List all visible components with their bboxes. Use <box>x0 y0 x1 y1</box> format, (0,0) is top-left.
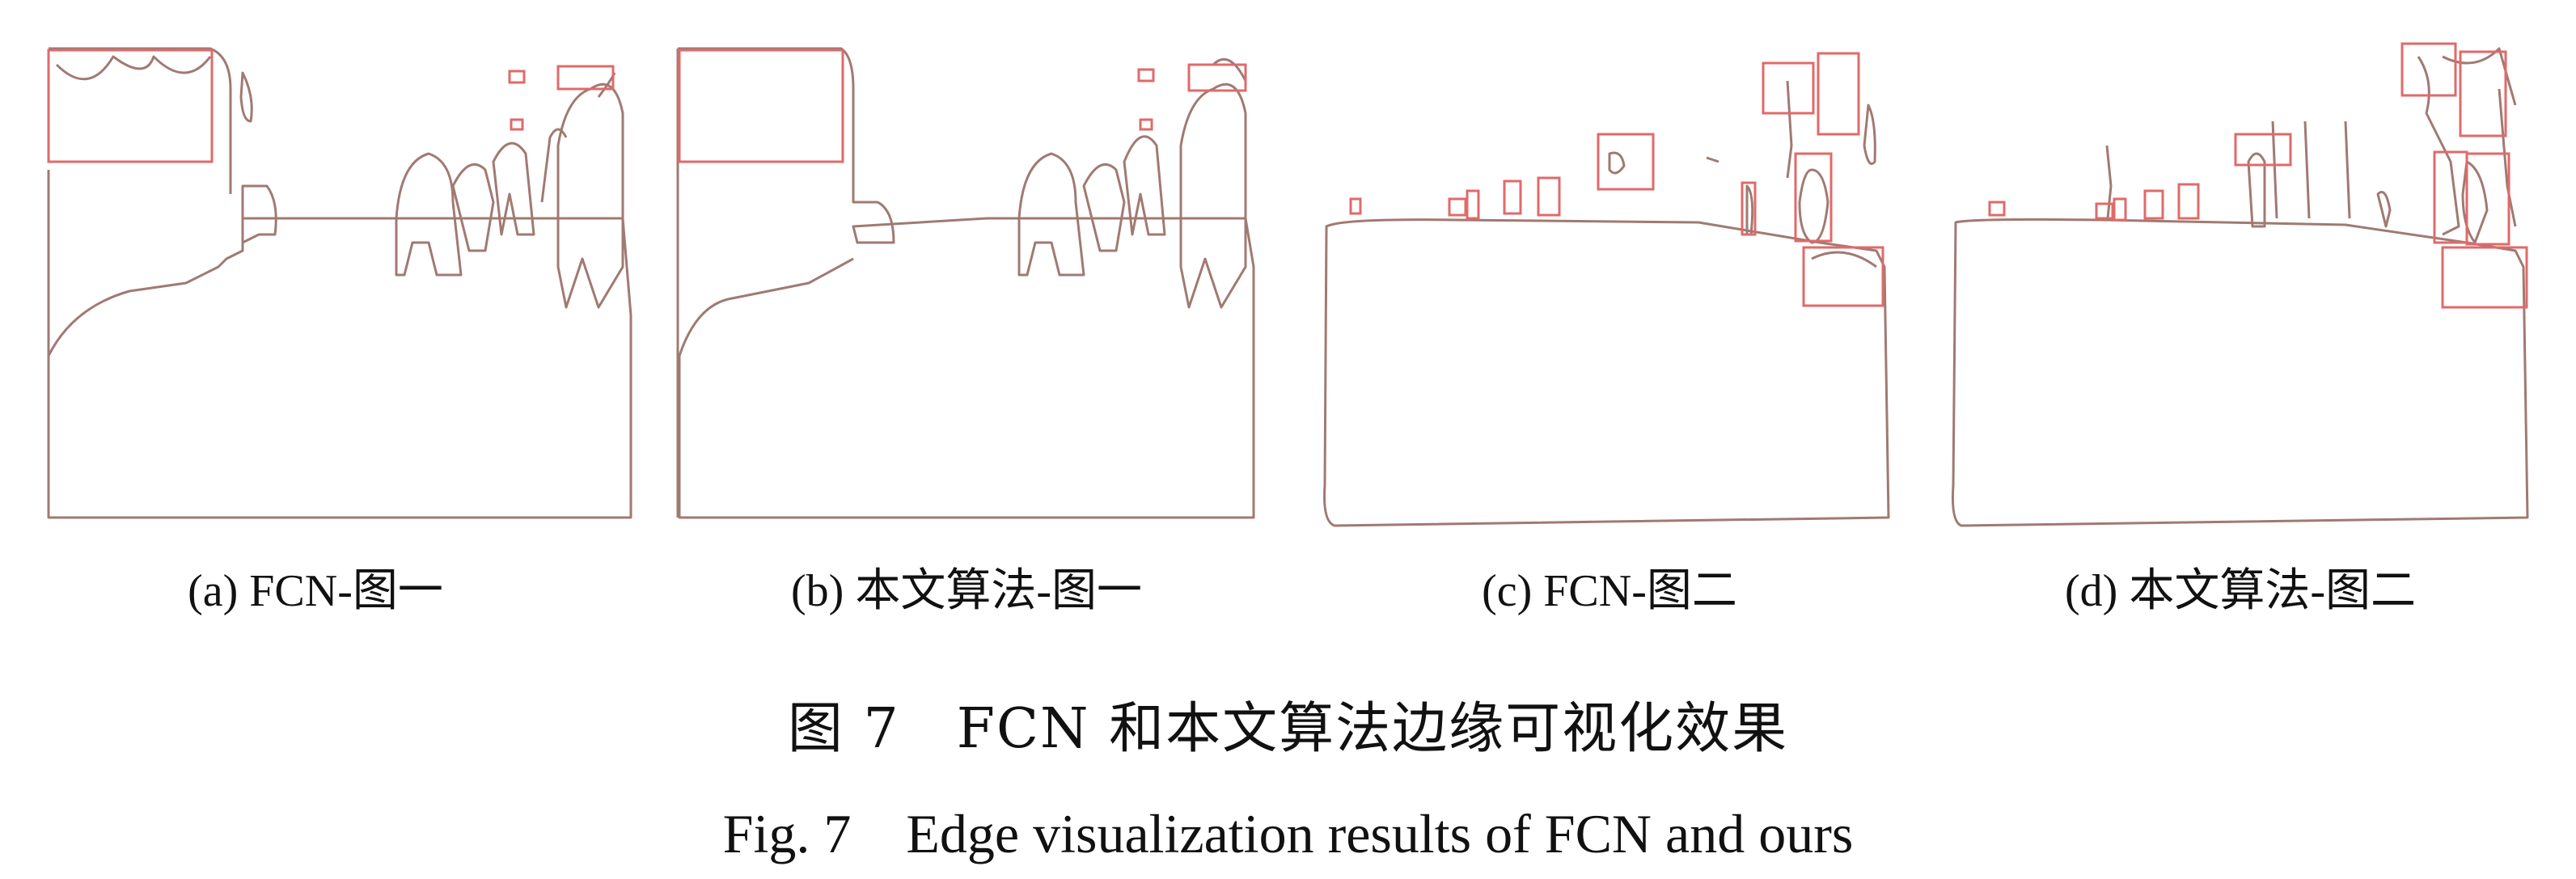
subfigure-label-d: (d) 本文算法-图二 <box>2065 566 2416 616</box>
subfigure-label-b: (b) 本文算法-图一 <box>791 566 1142 616</box>
panel-a <box>47 47 632 519</box>
edge-panels <box>47 42 2529 527</box>
panel-b <box>676 47 1255 519</box>
panel-c <box>1323 52 1890 527</box>
figure-caption-english: Fig. 7 Edge visualization results of FCN… <box>722 803 1854 864</box>
figure-caption-chinese: 图 7 FCN 和本文算法边缘可视化效果 <box>787 697 1789 761</box>
subfigure-label-a: (a) FCN-图一 <box>188 566 443 616</box>
subfigure-label-c: (c) FCN-图二 <box>1482 566 1737 616</box>
panel-d <box>1952 42 2529 527</box>
